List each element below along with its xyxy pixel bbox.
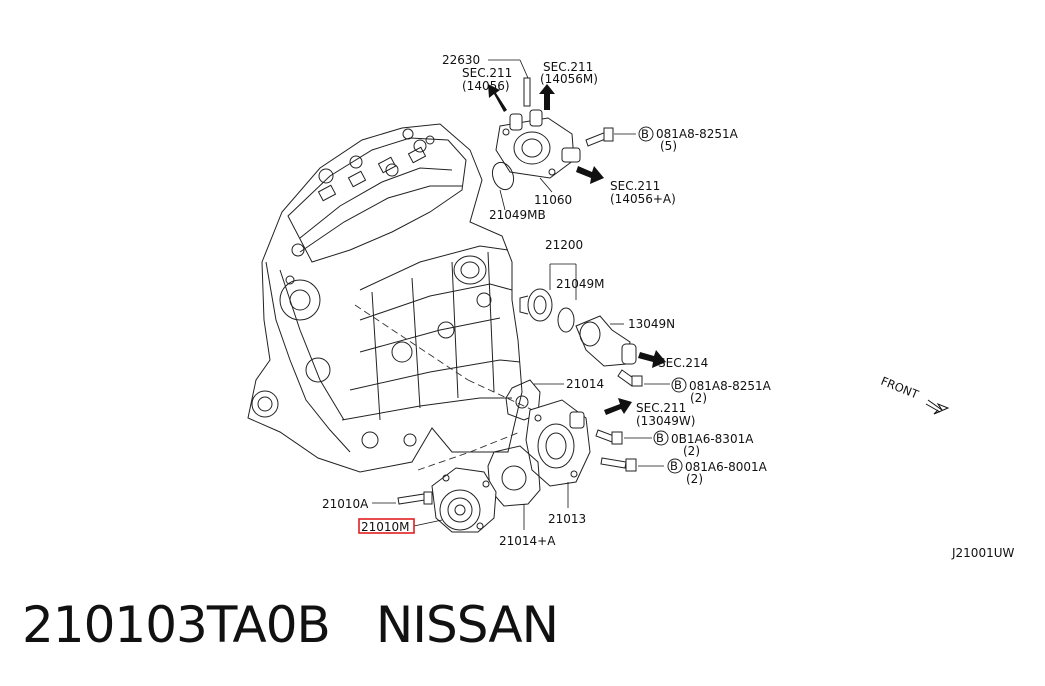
label-sec211-14056-line2: (14056): [462, 79, 510, 93]
label-sec211-14056A-line2: (14056+A): [610, 192, 676, 206]
gasket-21014A: [487, 445, 541, 507]
label-bolt-qty-5: (5): [660, 139, 677, 153]
label-bolt-081A8-8251A-2: 081A8-8251A: [689, 379, 772, 393]
water-pump-housing-21013: [525, 399, 591, 487]
water-pump-21010M: [431, 467, 497, 533]
front-label: FRONT: [879, 374, 922, 402]
label-21049M: 21049M: [556, 277, 605, 291]
b-glyph-2: B: [674, 378, 682, 392]
label-21014A: 21014+A: [499, 534, 556, 548]
label-11060: 11060: [534, 193, 572, 207]
b-glyph-3: B: [656, 431, 664, 445]
label-sec211-14056M-line1: SEC.211: [543, 60, 593, 74]
front-direction-indicator: FRONT: [879, 374, 950, 415]
label-sec214: SEC.214: [658, 356, 708, 370]
callout-labels: 22630 SEC.211 (14056) SEC.211 (14056M) B…: [322, 53, 1014, 560]
label-bolt-qty-2b: (2): [683, 444, 700, 458]
label-21010M: 21010M: [361, 520, 410, 534]
thermostat-21200: [519, 288, 575, 333]
water-outlet-11060: [495, 109, 581, 179]
label-21013: 21013: [548, 512, 586, 526]
label-22630: 22630: [442, 53, 480, 67]
label-21049MB: 21049MB: [489, 208, 546, 222]
diagram-code: J21001UW: [951, 546, 1014, 560]
water-inlet-13049N: [575, 315, 637, 367]
label-sec211-13049W-line1: SEC.211: [636, 401, 686, 415]
highlight-21010M: [358, 518, 415, 534]
b-glyph-1: B: [641, 127, 649, 141]
label-bolt-qty-2c: (2): [686, 472, 703, 486]
label-sec211-14056M-line2: (14056M): [540, 72, 598, 86]
b-glyph-4: B: [670, 459, 678, 473]
label-13049N: 13049N: [628, 317, 675, 331]
label-21014: 21014: [566, 377, 604, 391]
brand-name: NISSAN: [375, 596, 559, 654]
label-bolt-0B1A6-8301A: 0B1A6-8301A: [671, 432, 754, 446]
part-number: 210103TA0B: [22, 596, 331, 654]
label-21200: 21200: [545, 238, 583, 252]
label-sec211-14056A-line1: SEC.211: [610, 179, 660, 193]
parts-diagram: FRONT 22630 SEC.211 (14056) SEC.211 (140…: [247, 53, 1014, 560]
label-21010A: 21010A: [322, 497, 369, 511]
engine-block-illustration: [247, 123, 523, 473]
part-number-caption: 210103TA0B NISSAN: [22, 596, 604, 654]
label-sec211-14056-line1: SEC.211: [462, 66, 512, 80]
label-bolt-081A6-8001A: 081A6-8001A: [685, 460, 768, 474]
label-bolt-qty-2a: (2): [690, 391, 707, 405]
label-sec211-13049W-line2: (13049W): [636, 414, 695, 428]
label-bolt-081A8-8251A-5: 081A8-8251A: [656, 127, 739, 141]
